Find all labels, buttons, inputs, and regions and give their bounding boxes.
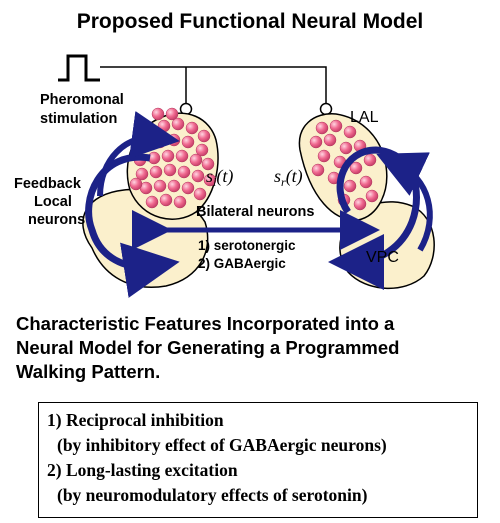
gabaergic-label: 2) GABAergic [198,256,286,271]
vpc-label: VPC [366,249,399,266]
features-line-3: Walking Pattern. [16,361,161,382]
list-item: (by inhibitory effect of GABAergic neuro… [57,435,387,455]
right-feedback-arrow-2 [376,152,433,252]
neuron-dot [175,149,189,163]
lal-label: LAL [350,109,379,126]
neuron-dot [129,177,143,191]
neuron-dot [353,197,367,211]
list-item: 2) Long-lasting excitation [47,460,238,480]
list-item: 1) Reciprocal inhibition [47,410,224,430]
neuron-dot [185,121,199,135]
neuron-dot [167,133,181,147]
neuron-dot [165,107,179,121]
signal-right-label: sr(t) [274,166,303,189]
bilateral-neurons-label: Bilateral neurons [196,204,314,220]
neuron-dot [173,195,187,209]
neuron-dot [193,187,207,201]
neuron-dot [311,163,325,177]
neuron-dot [157,119,171,133]
neuron-dot [195,143,209,157]
stimulation-wire [100,66,327,103]
neuron-dot [145,195,159,209]
neuron-dot [167,179,181,193]
neuron-dot [181,181,195,195]
neuron-dot [159,193,173,207]
neuron-dot [359,175,373,189]
neuron-dot [203,173,217,187]
pheromonal-label: Pheromonal [40,92,124,108]
neuron-dot [309,135,323,149]
features-heading: Characteristic Features Incorporated int… [16,312,486,384]
neuron-dot [197,129,211,143]
neural-model-diagram: Pheromonal stimulation LAL Feedback Loca… [14,54,435,298]
neuron-dot [343,179,357,193]
neuron-dot [153,179,167,193]
right-neuron-cluster [309,119,379,211]
right-synapse [319,102,333,116]
neuron-dot [191,169,205,183]
local-label: Local [34,194,72,210]
neuron-dot [201,157,215,171]
pulse-symbol [58,54,100,82]
neuron-dot [181,135,195,149]
neuron-dot [139,139,153,153]
neuron-dot [151,107,165,121]
neuron-dot [161,149,175,163]
stimulation-label: stimulation [40,111,117,127]
features-line-1: Characteristic Features Incorporated int… [16,313,395,334]
feedback-label: Feedback [14,176,82,192]
neuron-dot [349,161,363,175]
neuron-dot [189,153,203,167]
neuron-dot [363,153,377,167]
neuron-dot [149,165,163,179]
neuron-dot [343,125,357,139]
features-box: 1) Reciprocal inhibition (by inhibitory … [38,402,478,518]
neuron-dot [339,141,353,155]
signal-left-label: sl(t) [206,166,233,189]
left-feedback-arrow [85,153,180,298]
neuron-dot [177,165,191,179]
neuron-dot [135,167,149,181]
features-line-2: Neural Model for Generating a Programmed [16,337,400,358]
neuron-dot [163,163,177,177]
serotonergic-label: 1) serotonergic [198,238,296,253]
neuron-dot [317,149,331,163]
left-feedback-arrow-2 [97,111,180,197]
neuron-dot [329,119,343,133]
neuron-dot [365,189,379,203]
neurons-label: neurons [28,212,85,228]
neuron-dot [323,133,337,147]
list-item: (by neuromodulatory effects of serotonin… [57,485,368,505]
page-title: Proposed Functional Neural Model [76,10,424,33]
neuron-dot [315,121,329,135]
